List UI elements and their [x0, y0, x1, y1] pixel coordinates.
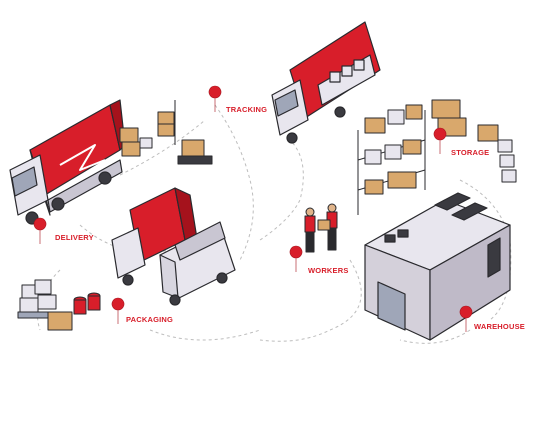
delivery-label: DELIVERY	[55, 233, 94, 242]
delivery-van	[159, 221, 236, 306]
delivery-truck	[9, 99, 126, 225]
storage-shelves	[357, 99, 517, 215]
tracking-label: TRACKING	[226, 105, 268, 114]
workers	[304, 203, 338, 253]
warehouse-building	[364, 192, 511, 341]
warehouse-label: WAREHOUSE	[474, 322, 525, 331]
small-truck	[111, 187, 199, 286]
hand-truck-boxes	[119, 100, 213, 165]
storage-label: STORAGE	[451, 148, 490, 157]
packaging-items	[17, 279, 101, 331]
tracking-truck	[271, 21, 381, 144]
packaging-label: PACKAGING	[126, 315, 174, 324]
location-pin-icon	[33, 85, 473, 333]
workers-label: WORKERS	[308, 266, 349, 275]
